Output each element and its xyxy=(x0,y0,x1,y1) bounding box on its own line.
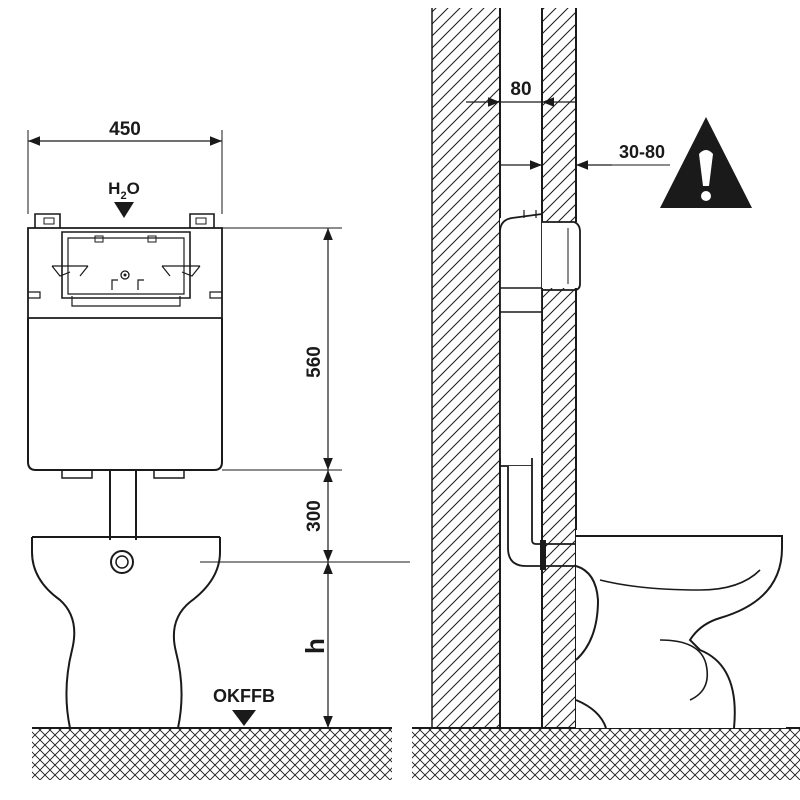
floor-reference-marker: OKFFB xyxy=(213,686,275,726)
floor-left xyxy=(32,727,392,780)
exclamation-triangle-icon xyxy=(660,117,752,208)
pipe-length-label: 300 xyxy=(304,500,325,532)
inlet-arrow-icon xyxy=(114,202,134,218)
flush-plate xyxy=(542,221,581,291)
width-dimension-label: 450 xyxy=(109,119,141,140)
cistern-side xyxy=(499,210,543,467)
wall-cavity-label: 80 xyxy=(510,79,531,100)
dimension-width: 450 xyxy=(27,119,223,214)
flush-pipe xyxy=(109,469,137,540)
water-inlet-marker: H2O xyxy=(108,179,140,218)
wall-gap-label: 30-80 xyxy=(619,142,665,162)
toilet-bowl-front xyxy=(31,536,221,729)
water-inlet-label: H2O xyxy=(108,179,140,202)
wall-back xyxy=(431,8,501,728)
wall-front xyxy=(541,8,577,728)
dimension-wall-cavity: 80 xyxy=(466,79,576,107)
tank-height-label: 560 xyxy=(304,346,325,378)
floor-reference-label: OKFFB xyxy=(213,686,275,706)
toilet-bowl-side xyxy=(575,530,786,729)
dimension-wall-gap: 30-80 xyxy=(500,142,670,170)
side-view: 80 30-80 xyxy=(412,8,800,780)
cistern-tank xyxy=(27,213,223,479)
front-view: 450 H2O 560 300 h OKFFB xyxy=(27,119,410,780)
dimension-pipe-length: 300 xyxy=(304,470,333,562)
bowl-height-label: h xyxy=(300,638,330,654)
floor-arrow-icon xyxy=(232,710,256,726)
floor-right xyxy=(412,727,800,780)
flush-pipe-side xyxy=(507,466,580,570)
dimension-tank-height: 560 xyxy=(304,228,333,470)
dimension-bowl-height: h xyxy=(300,562,333,728)
